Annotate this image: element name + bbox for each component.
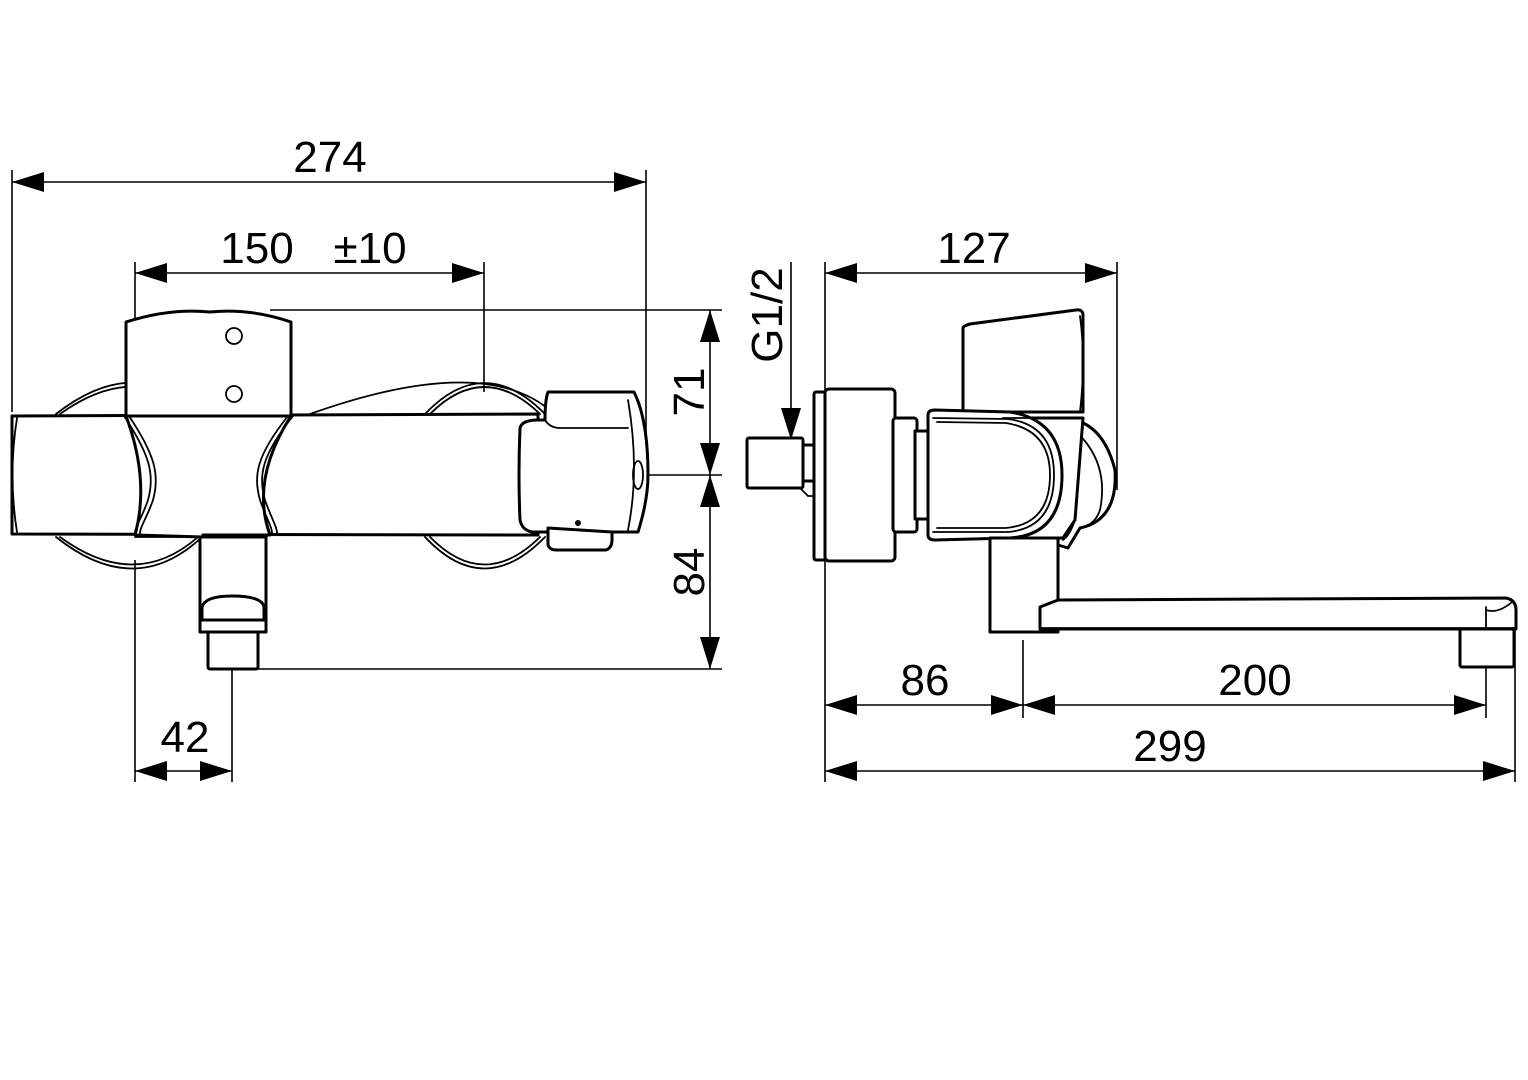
lever-handle: [961, 308, 1085, 414]
spout: [1038, 596, 1518, 669]
body-waist: [123, 414, 294, 539]
dim-label-71: 71: [665, 368, 714, 417]
side-collar: [891, 416, 931, 534]
front-view: 274 150 ±10 71 84 42: [10, 133, 722, 782]
dim-label-200: 200: [1218, 656, 1291, 705]
dimension-height-below: 84: [665, 475, 720, 669]
dimension-thread: G1/2: [743, 267, 801, 440]
diverter-head: [124, 309, 293, 418]
dimension-overall-width: 274: [12, 133, 646, 192]
side-rosette: [812, 387, 897, 563]
inlet-stub: [745, 436, 819, 497]
side-body: [926, 408, 1117, 550]
dim-label-84: 84: [665, 548, 714, 597]
dim-label-274: 274: [293, 133, 366, 182]
dim-label-42: 42: [161, 713, 210, 762]
dimension-inlet-spacing: 150 ±10: [135, 224, 484, 283]
dim-label-tolerance: ±10: [333, 224, 406, 273]
side-view: G1/2 127 86 200 299: [743, 224, 1518, 782]
thermostat-handle: [517, 390, 650, 552]
dimension-projection: 127: [825, 224, 1117, 283]
dimension-height-above: 71: [665, 310, 720, 475]
dimension-spout-length: 200: [1023, 656, 1486, 715]
outlet-connector: [198, 535, 268, 671]
dimension-overall-depth: 299: [825, 722, 1515, 781]
dim-label-299: 299: [1133, 722, 1206, 771]
dim-label-thread: G1/2: [743, 267, 792, 362]
dim-label-150: 150: [220, 224, 293, 273]
dim-label-86: 86: [901, 656, 950, 705]
dim-label-127: 127: [937, 224, 1010, 273]
dimension-outlet-offset: 42: [135, 713, 232, 781]
rosette-right: [309, 381, 553, 570]
dimension-wall-to-spout: 86: [825, 656, 1023, 715]
